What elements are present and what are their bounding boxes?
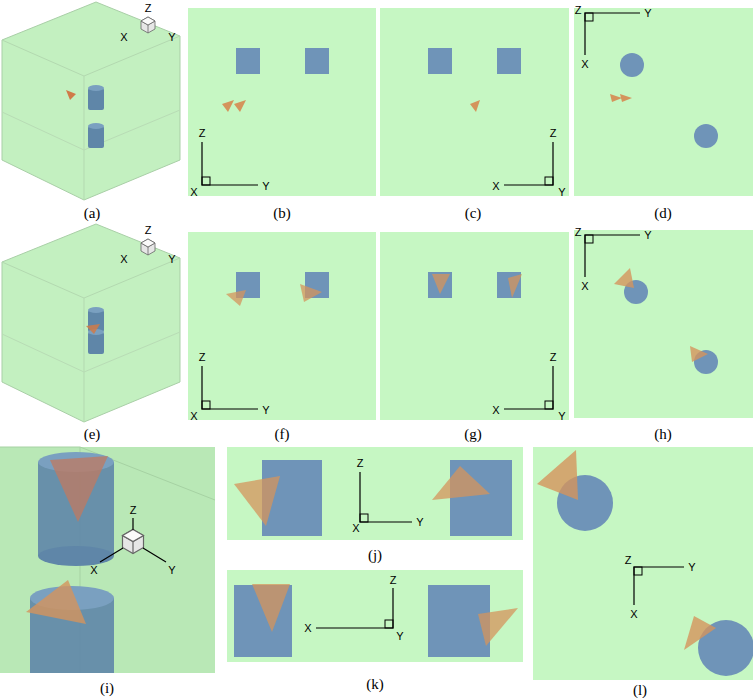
panel-caption: (c) [465, 206, 482, 221]
axis-label: Y [688, 562, 695, 573]
axis-label: Y [558, 411, 565, 422]
panel-caption: (k) [366, 677, 384, 692]
panel-caption: (b) [273, 206, 291, 221]
axis-label: Y [168, 565, 175, 576]
panel-j [227, 447, 523, 540]
axis-label: Y [396, 631, 403, 642]
axis-label: X [120, 32, 127, 43]
axis-label: X [90, 565, 97, 576]
axis-label: Z [550, 352, 557, 363]
axis-label: Y [168, 254, 175, 265]
panel-caption: (j) [368, 548, 382, 563]
panel-a [2, 2, 180, 200]
axis-label: X [120, 254, 127, 265]
panel-i [0, 447, 215, 673]
panel-b [188, 8, 376, 196]
axis-label: X [581, 281, 588, 292]
axis-label: X [630, 609, 637, 620]
panel-d [574, 8, 753, 196]
axis-label: Y [168, 32, 175, 43]
axis-label: Y [644, 8, 651, 19]
panel-caption: (e) [84, 427, 101, 442]
axis-label: Z [199, 128, 206, 139]
axis-label: X [492, 405, 499, 416]
axis-label: Z [199, 352, 206, 363]
axis-label: X [304, 623, 311, 634]
axis-label: X [190, 187, 197, 198]
axis-label: X [581, 59, 588, 70]
axis-label: Y [416, 517, 423, 528]
panel-h [574, 230, 753, 418]
axis-label: Z [575, 227, 582, 238]
axis-label: Y [644, 230, 651, 241]
axis-label: Z [575, 5, 582, 16]
panel-e [2, 224, 180, 422]
panel-caption: (h) [654, 427, 672, 442]
panel-caption: (d) [654, 206, 672, 221]
axis-label: Y [262, 181, 269, 192]
panel-c [380, 8, 569, 196]
axis-label: Z [130, 505, 137, 516]
axis-label: Z [390, 575, 397, 586]
panel-f [188, 232, 376, 420]
axis-label: Z [625, 555, 632, 566]
axis-label: X [492, 181, 499, 192]
axis-label: Z [145, 3, 152, 14]
axis-label: Z [145, 225, 152, 236]
panel-caption: (f) [275, 427, 290, 442]
axis-label: Z [550, 128, 557, 139]
panel-g [380, 232, 569, 420]
axis-label: X [352, 523, 359, 534]
axis-label: Z [357, 458, 364, 469]
axis-label: X [190, 411, 197, 422]
panel-caption: (l) [633, 683, 647, 698]
panel-caption: (g) [464, 427, 482, 442]
panel-k [227, 570, 523, 662]
axis-label: Y [262, 405, 269, 416]
panel-l [533, 447, 753, 680]
panel-caption: (i) [100, 681, 114, 696]
axis-label: Y [558, 187, 565, 198]
panel-caption: (a) [84, 206, 101, 221]
